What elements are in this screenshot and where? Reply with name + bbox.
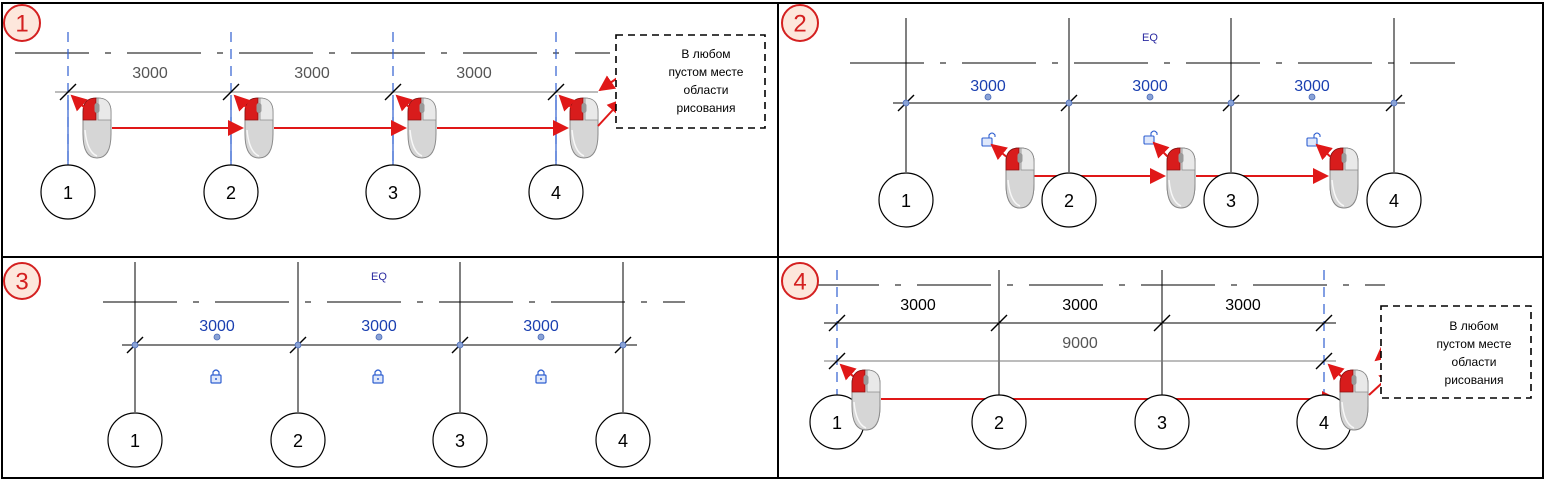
dimension-value: 3000	[1225, 297, 1261, 314]
note-line: рисования	[677, 101, 736, 115]
grid-bubble	[365, 164, 421, 220]
grid-bubble-label: 3	[388, 183, 398, 203]
step-number: 2	[793, 11, 806, 38]
grid-bubble	[595, 412, 651, 468]
panel-4: 3000 3000 3000 9000 В любом пустом месте…	[781, 262, 1532, 450]
panel-4-frame	[777, 256, 1544, 479]
mouse-click-icon	[407, 97, 437, 159]
grid-bubble-label: 3	[1226, 191, 1236, 211]
overall-dimension-value: 9000	[1062, 335, 1098, 352]
lock-icon	[1143, 130, 1158, 145]
grid-bubble-label: 4	[551, 183, 561, 203]
grid-bubble	[1041, 172, 1097, 228]
grid-bubble-label: 3	[1157, 413, 1167, 433]
grid-bubble	[203, 164, 259, 220]
step-number-badge	[3, 262, 41, 300]
note-line: пустом месте	[669, 65, 744, 79]
step-number-badge	[3, 4, 41, 42]
grid-bubble	[1134, 394, 1190, 450]
panel-2: EQ 3000 3000 3000 1 2 3 4 2	[781, 4, 1455, 228]
mouse-click-icon	[569, 97, 599, 159]
step-number: 1	[15, 11, 28, 38]
panel-1: 3000 3000 3000 В любом пустом месте обла…	[3, 4, 766, 220]
grid-bubble	[40, 164, 96, 220]
grid-bubble	[528, 164, 584, 220]
grid-bubble-label: 2	[994, 413, 1004, 433]
grid-bubble-label: 1	[901, 191, 911, 211]
note-line: области	[684, 83, 729, 97]
panel-3: EQ 3000 3000 3000 1 2 3 4 3	[3, 262, 685, 468]
dimension-value: 3000	[456, 65, 492, 82]
dimension-value: 3000	[970, 78, 1006, 95]
lock-icon	[981, 132, 996, 147]
grid-bubble-label: 3	[455, 431, 465, 451]
grid-bubble-label: 2	[226, 183, 236, 203]
dimension-value: 3000	[199, 318, 235, 335]
note-line: рисования	[1445, 373, 1504, 387]
dimension-value: 3000	[900, 297, 936, 314]
dimension-value: 3000	[1062, 297, 1098, 314]
grid-bubble-label: 4	[1319, 413, 1329, 433]
dimension-value: 3000	[132, 65, 168, 82]
step-number: 3	[15, 269, 28, 296]
note-box	[1380, 305, 1532, 399]
step-number-badge	[781, 4, 819, 42]
lock-icon	[1306, 132, 1321, 147]
note-line: области	[1452, 355, 1497, 369]
padlock-icon[interactable]	[372, 369, 384, 384]
grid-bubble-label: 4	[1389, 191, 1399, 211]
grid-bubble-label: 1	[63, 183, 73, 203]
dimension-value: 3000	[1294, 78, 1330, 95]
note-line: В любом	[681, 47, 730, 61]
padlock-icon[interactable]	[535, 369, 547, 384]
note-line: пустом месте	[1437, 337, 1512, 351]
grid-bubble-label: 1	[832, 413, 842, 433]
grid-bubble	[971, 394, 1027, 450]
note-line: В любом	[1449, 319, 1498, 333]
note-box	[615, 34, 766, 129]
equality-constraint-label: EQ	[371, 271, 387, 283]
mouse-click-icon	[244, 97, 274, 159]
grid-bubble	[270, 412, 326, 468]
mouse-click-icon	[82, 97, 112, 159]
equality-constraint-label: EQ	[1142, 32, 1158, 44]
dimension-value: 3000	[1132, 78, 1168, 95]
grid-bubble-label: 4	[618, 431, 628, 451]
grid-bubble-label: 1	[130, 431, 140, 451]
padlock-icon[interactable]	[210, 369, 222, 384]
dimension-value: 3000	[361, 318, 397, 335]
grid-bubble	[1203, 172, 1259, 228]
grid-bubble	[432, 412, 488, 468]
dimension-value: 3000	[294, 65, 330, 82]
grid-bubble	[878, 172, 934, 228]
grid-bubble	[1366, 172, 1422, 228]
dimension-value: 3000	[523, 318, 559, 335]
grid-bubble-label: 2	[293, 431, 303, 451]
grid-bubble-label: 2	[1064, 191, 1074, 211]
step-number-badge	[781, 262, 819, 300]
grid-bubble	[107, 412, 163, 468]
step-number: 4	[793, 269, 806, 296]
